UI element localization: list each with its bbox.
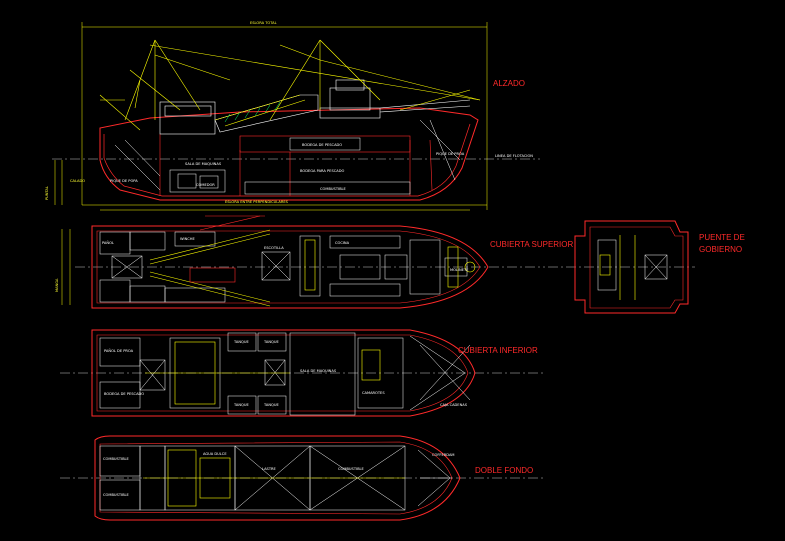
anchor-windlass-label: MOLINETE [450, 268, 469, 272]
cofferdam-label: COFFERDAM [432, 453, 455, 457]
tank4-label: TANQUE [263, 403, 280, 407]
fish-well-label: BODEGA PARA PESCADO [300, 169, 344, 173]
winch-label: WINCHE [180, 237, 196, 241]
crew-label: CAMAROTES [362, 391, 385, 395]
engine-room-label: SALA DE MAQUINAS [185, 162, 222, 166]
fish-hold-lower-label: BODEGA DE PESCADO [104, 392, 144, 396]
beam-label: MANGA [55, 278, 59, 292]
depth-label: PUNTAL [45, 186, 49, 200]
bow-room-label: PAÑOL DE PROA [104, 348, 134, 353]
tank3-label: TANQUE [233, 403, 250, 407]
lower-deck-view: PAÑOL DE PROA BODEGA DE PESCADO TANQUE T… [60, 329, 545, 417]
waterline-label: LINEA DE FLOTACION [495, 154, 533, 158]
draft-label: CALADO [70, 179, 85, 183]
upper-deck-view: MANGA [55, 215, 574, 309]
fresh-water-label: AGUA DULCE [203, 452, 227, 456]
upper-deck-view-title: CUBIERTA SUPERIOR [490, 240, 574, 249]
bridge-view-title-line2: GOBIERNO [699, 245, 742, 254]
elevation-view: ESLORA TOTAL PUNTAL CALADO LINEA DE FLOT… [45, 21, 540, 211]
stores-label: PAÑOL [102, 240, 114, 245]
fuel2-label: COMBUSTIBLE [103, 493, 130, 497]
aftpeak-label: PIQUE DE POPA [110, 179, 138, 183]
fuel3-label: COMBUSTIBLE [338, 467, 365, 471]
fish-hold-label: BODEGA DE PESCADO [302, 143, 342, 147]
galley-label: COCINA [335, 241, 350, 245]
bridge-view-title-line1: PUENTE DE [699, 233, 745, 242]
ballast-label: LASTRE [262, 467, 277, 471]
lower-deck-view-title: CUBIERTA INFERIOR [458, 346, 538, 355]
forepeak-label: PIQUE DE PROA [436, 152, 465, 156]
tank2-label: TANQUE [263, 340, 280, 344]
engine-lower-label: SALA DE MAQUINAS [300, 369, 337, 373]
double-bottom-view: COMBUSTIBLE COMBUSTIBLE COMBUSTIBLE AGUA… [60, 435, 545, 521]
chain-locker-label: CAJA CADENAS [440, 403, 468, 407]
bridge-view: PUENTE DE GOBIERNO [548, 220, 745, 314]
double-bottom-view-title: DOBLE FONDO [475, 466, 533, 475]
tank1-label: TANQUE [233, 340, 250, 344]
mess-label: COMEDOR [196, 183, 215, 187]
fuel-label: COMBUSTIBLE [320, 187, 347, 191]
fuel1-label: COMBUSTIBLE [103, 457, 130, 461]
hatch-label: ESCOTILLA [264, 246, 284, 250]
overall-length-label: ESLORA TOTAL [250, 21, 277, 25]
length-pp-label: ESLORA ENTRE PERPENDICULARES [225, 200, 289, 204]
elevation-view-title: ALZADO [493, 79, 525, 88]
